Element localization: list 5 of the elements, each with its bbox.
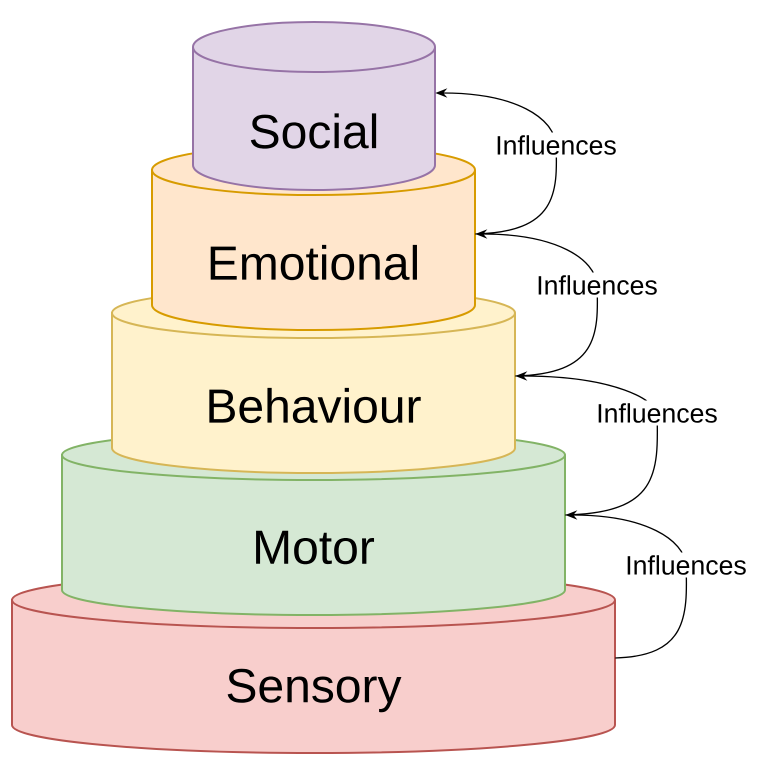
cylinder: Social [192,21,436,191]
edge-label: Influences [622,552,750,578]
edge-label: Influences [534,272,660,298]
edge-label: Influences [492,132,620,158]
edge-label: Influences [594,400,720,426]
